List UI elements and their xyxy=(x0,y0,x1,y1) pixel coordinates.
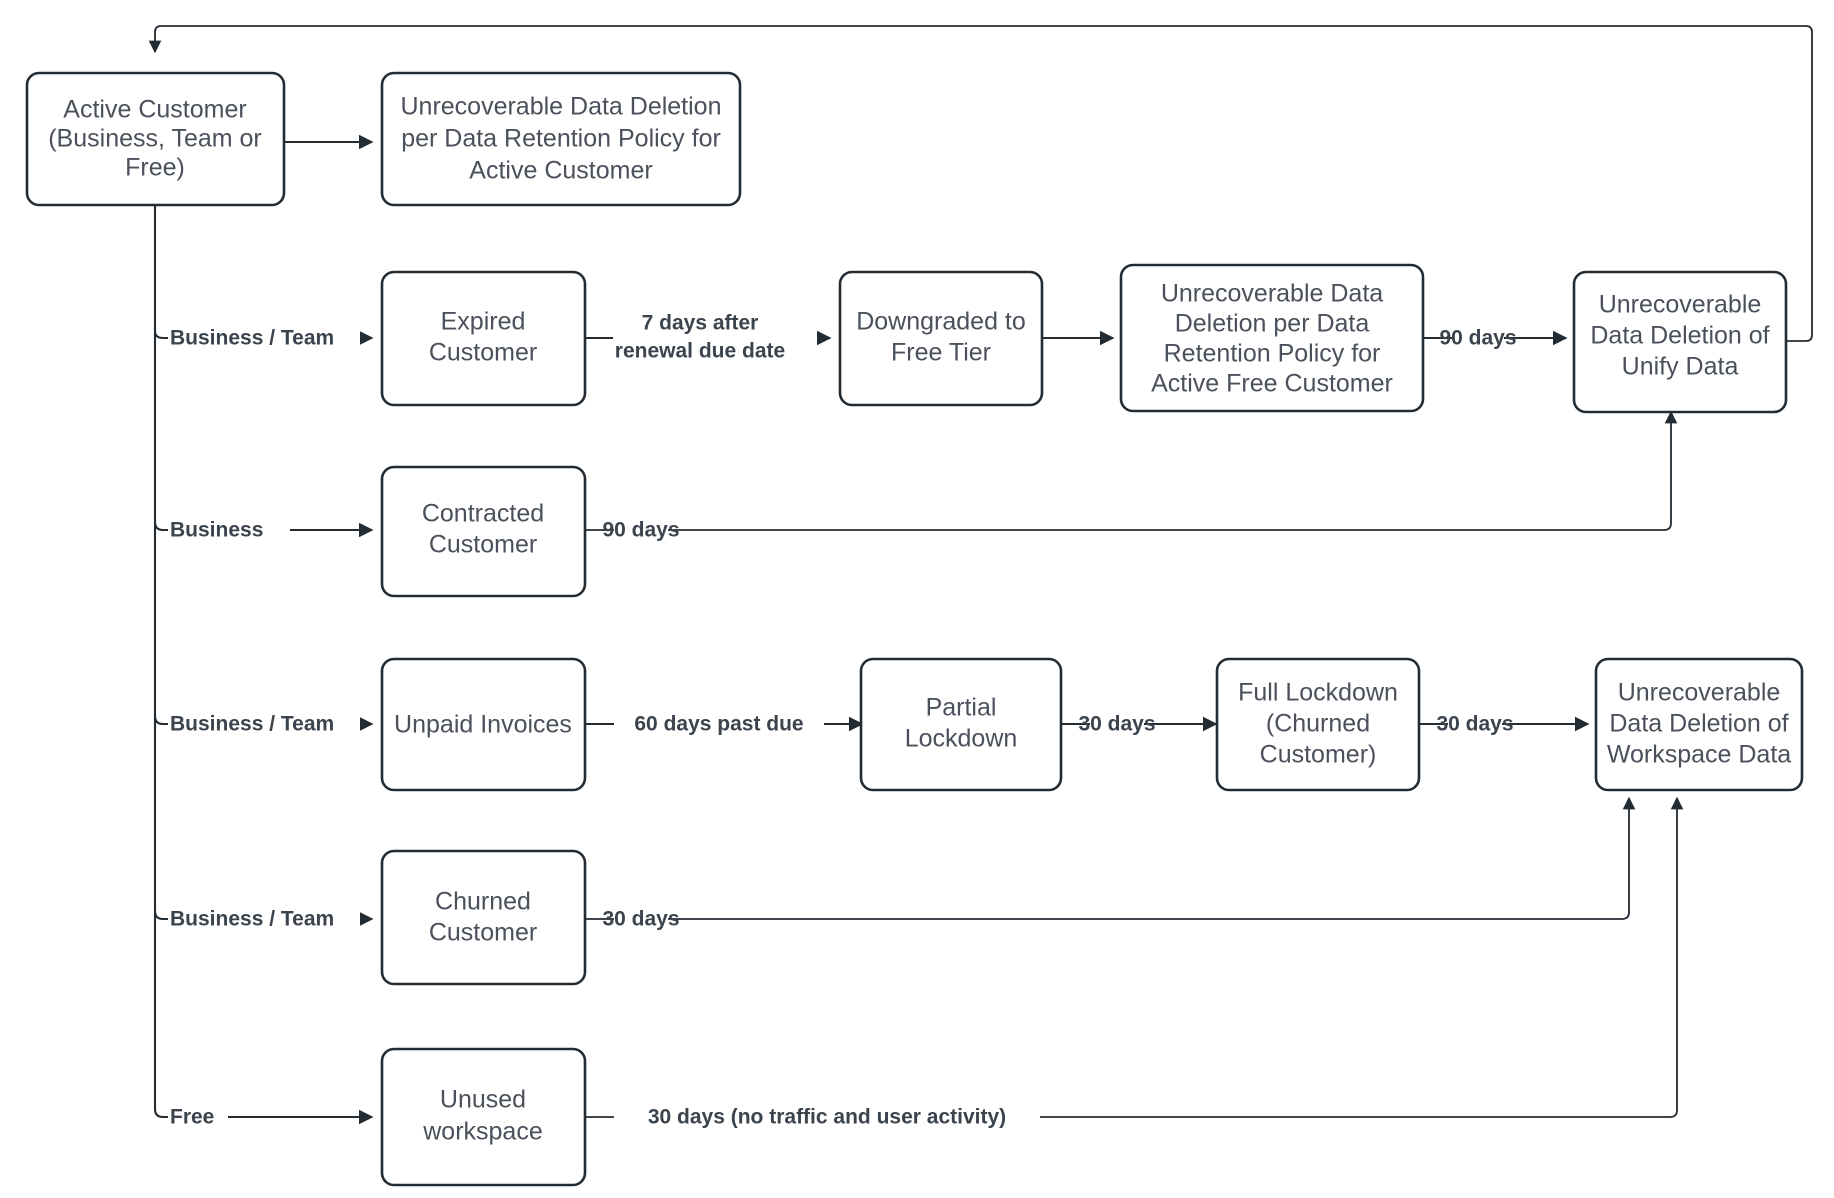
edge-label-churned-workspace-text: 30 days xyxy=(602,908,679,931)
edge-label-branch-expired: Business / Team xyxy=(168,324,360,352)
node-active-customer-box[interactable] xyxy=(25,71,286,207)
edge-label-branch-unpaid: Business / Team xyxy=(168,710,360,738)
edge-label-churned-to-workspace: 30 days xyxy=(602,905,680,933)
node-expired-customer-box[interactable] xyxy=(380,270,587,407)
edge-churned-to-workspace-data xyxy=(585,798,1629,920)
edge-label-branch-churned: Business / Team xyxy=(168,905,360,933)
node-unrecoverable-free-line-1: Unrecoverable Data xyxy=(1161,280,1383,308)
node-unrecoverable-free-box[interactable] xyxy=(1119,263,1425,413)
edge-label-unpaid-to-partial: 60 days past due xyxy=(614,710,824,738)
node-unrecoverable-deletion-active-customer[interactable]: Unrecoverable Data Deletion per Data Ret… xyxy=(380,71,742,207)
edge-label-contracted-to-unify: 90 days xyxy=(602,516,680,544)
edge-label-branch-contracted: Business xyxy=(168,516,290,544)
edge-label-branch-expired-text: Business / Team xyxy=(170,327,334,350)
edge-label-free-policy-to-unify: 90 days xyxy=(1439,324,1517,352)
node-unrecoverable-deletion-workspace-data[interactable]: Unrecoverable Data Deletion of Workspace… xyxy=(1594,657,1804,792)
node-unify-data-line-2: Data Deletion of xyxy=(1590,322,1769,350)
edge-label-full-to-workspace: 30 days xyxy=(1436,710,1514,738)
node-contracted-customer[interactable]: Contracted Customer xyxy=(380,465,587,598)
node-contracted-customer-line-1: Contracted xyxy=(422,500,544,528)
node-churned-customer-line-1: Churned xyxy=(435,888,531,916)
edge-label-contracted-unify-text: 90 days xyxy=(602,519,679,542)
node-churned-customer-box[interactable] xyxy=(380,849,587,986)
edge-label-branch-unused-text: Free xyxy=(170,1106,214,1129)
node-unrecoverable-free-line-2: Deletion per Data xyxy=(1175,310,1370,338)
edge-unused-workspace-to-workspace-data xyxy=(585,798,1677,1118)
node-downgraded-line-2: Free Tier xyxy=(891,339,991,367)
node-expired-customer-line-1: Expired xyxy=(441,308,526,336)
node-unify-data-line-3: Unify Data xyxy=(1622,353,1739,381)
node-downgraded-to-free-tier[interactable]: Downgraded to Free Tier xyxy=(838,270,1044,407)
node-full-lockdown-churned-customer[interactable]: Full Lockdown (Churned Customer) xyxy=(1215,657,1421,792)
node-partial-lockdown-box[interactable] xyxy=(859,657,1063,792)
node-expired-customer-line-2: Customer xyxy=(429,339,537,367)
edge-label-branch-unpaid-text: Business / Team xyxy=(170,713,334,736)
node-full-lockdown-line-3: Customer) xyxy=(1260,741,1377,769)
node-workspace-data-line-2: Data Deletion of xyxy=(1609,710,1788,738)
node-churned-customer-line-2: Customer xyxy=(429,919,537,947)
node-unused-workspace-box[interactable] xyxy=(380,1047,587,1187)
edge-contracted-to-unify-data xyxy=(585,412,1671,531)
node-active-customer-line-2: (Business, Team or xyxy=(48,125,262,153)
node-active-customer-line-3: Free) xyxy=(125,154,185,182)
node-unpaid-invoices[interactable]: Unpaid Invoices xyxy=(380,657,587,792)
node-expired-customer[interactable]: Expired Customer xyxy=(380,270,587,407)
node-unpaid-invoices-line-1: Unpaid Invoices xyxy=(394,711,572,739)
node-active-customer-line-1: Active Customer xyxy=(63,96,246,124)
node-partial-lockdown-line-1: Partial xyxy=(926,694,997,722)
node-unrecoverable-free-line-3: Retention Policy for xyxy=(1164,340,1381,368)
node-unrecoverable-active-line-3: Active Customer xyxy=(469,157,652,185)
node-full-lockdown-line-1: Full Lockdown xyxy=(1238,679,1398,707)
edge-label-branch-unused: Free xyxy=(168,1103,228,1131)
edge-label-branch-churned-text: Business / Team xyxy=(170,908,334,931)
edge-label-unpaid-partial-text: 60 days past due xyxy=(634,713,803,736)
node-active-customer[interactable]: Active Customer (Business, Team or Free) xyxy=(25,71,286,207)
edge-active-customer-trunk xyxy=(153,205,172,1119)
node-workspace-data-box[interactable] xyxy=(1594,657,1804,792)
edge-label-expired-to-downgraded: 7 days after renewal due date xyxy=(613,305,817,373)
edge-label-expired-downgraded-line-2: renewal due date xyxy=(615,340,785,363)
node-churned-customer[interactable]: Churned Customer xyxy=(380,849,587,986)
node-unrecoverable-deletion-unify-data[interactable]: Unrecoverable Data Deletion of Unify Dat… xyxy=(1572,270,1788,414)
node-contracted-customer-line-2: Customer xyxy=(429,531,537,559)
edge-label-full-workspace-text: 30 days xyxy=(1436,713,1513,736)
node-unused-workspace-line-2: workspace xyxy=(422,1118,543,1146)
node-partial-lockdown[interactable]: Partial Lockdown xyxy=(859,657,1063,792)
edge-label-expired-downgraded-line-1: 7 days after xyxy=(642,312,759,335)
node-unrecoverable-active-box[interactable] xyxy=(380,71,742,207)
node-contracted-customer-box[interactable] xyxy=(380,465,587,598)
node-partial-lockdown-line-2: Lockdown xyxy=(905,725,1018,753)
node-unrecoverable-free-line-4: Active Free Customer xyxy=(1151,370,1393,398)
node-unused-workspace-line-1: Unused xyxy=(440,1086,526,1114)
node-workspace-data-line-1: Unrecoverable xyxy=(1618,679,1781,707)
node-unused-workspace[interactable]: Unused workspace xyxy=(380,1047,587,1187)
node-full-lockdown-box[interactable] xyxy=(1215,657,1421,792)
node-downgraded-line-1: Downgraded to xyxy=(856,308,1026,336)
edge-label-partial-full-text: 30 days xyxy=(1078,713,1155,736)
edge-label-unused-workspace-text: 30 days (no traffic and user activity) xyxy=(648,1106,1006,1129)
node-downgraded-to-free-tier-box[interactable] xyxy=(838,270,1044,407)
node-unpaid-invoices-box[interactable] xyxy=(380,657,587,792)
node-workspace-data-line-3: Workspace Data xyxy=(1607,741,1791,769)
node-unify-data-box[interactable] xyxy=(1572,270,1788,414)
node-unrecoverable-active-line-1: Unrecoverable Data Deletion xyxy=(400,93,721,121)
edge-label-unused-to-workspace: 30 days (no traffic and user activity) xyxy=(614,1103,1040,1131)
node-full-lockdown-line-2: (Churned xyxy=(1266,710,1370,738)
edge-unify-data-to-active-customer xyxy=(148,25,1813,342)
edge-label-partial-to-full: 30 days xyxy=(1078,710,1156,738)
node-unrecoverable-deletion-active-free-customer[interactable]: Unrecoverable Data Deletion per Data Ret… xyxy=(1119,263,1425,413)
edge-label-free-policy-unify-text: 90 days xyxy=(1439,327,1516,350)
node-unrecoverable-active-line-2: per Data Retention Policy for xyxy=(401,125,721,153)
edge-label-branch-contracted-text: Business xyxy=(170,519,263,542)
node-unify-data-line-1: Unrecoverable xyxy=(1599,291,1762,319)
